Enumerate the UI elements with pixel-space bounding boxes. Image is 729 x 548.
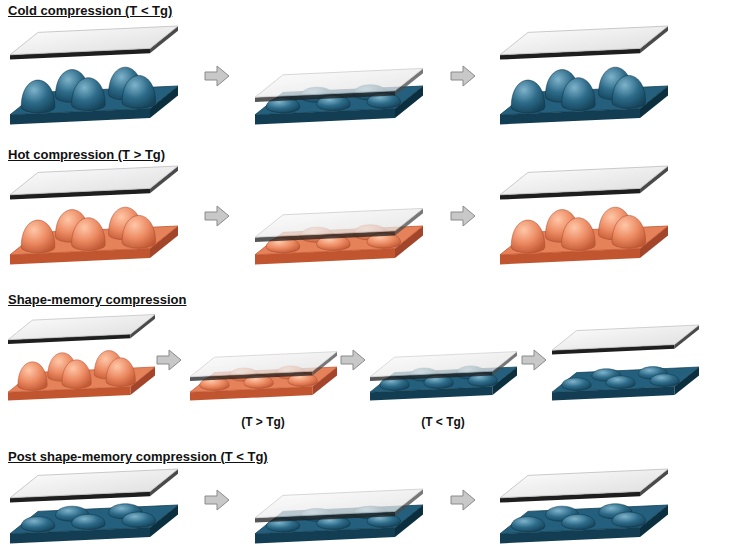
compression-stage [190, 352, 337, 401]
dome [606, 376, 635, 389]
compression-stage [255, 208, 423, 264]
compression-stage [500, 166, 668, 264]
process-arrow [451, 490, 475, 510]
dome [562, 514, 596, 529]
compression-plate [255, 208, 423, 242]
compression-plate [500, 469, 668, 503]
compression-plate [10, 166, 178, 200]
process-arrow [451, 206, 475, 226]
compression-stage [255, 68, 423, 124]
compression-plate [500, 166, 668, 200]
compression-stage [370, 352, 517, 401]
row-heading: Post shape-memory compression (T < Tg) [8, 449, 268, 464]
dome [72, 78, 106, 111]
plate-top [8, 315, 155, 340]
dome [62, 360, 91, 389]
plate-top [500, 469, 668, 498]
compression-plate [8, 315, 155, 344]
compression-plate [10, 469, 178, 503]
dome [650, 374, 679, 387]
plate-top [255, 489, 423, 518]
process-arrow [157, 350, 181, 370]
process-arrow [341, 350, 365, 370]
temperature-label: (T > Tg) [241, 415, 285, 429]
dome [122, 215, 156, 248]
dome [511, 220, 545, 253]
dome [21, 80, 55, 113]
dome [612, 75, 646, 108]
compression-stage [10, 166, 178, 264]
row-heading: Cold compression (T < Tg) [8, 3, 172, 18]
compression-stage [8, 315, 155, 401]
plate-top [500, 166, 668, 195]
dome [18, 362, 47, 391]
process-arrow [522, 350, 546, 370]
compression-stage [10, 469, 178, 543]
plate-top [500, 26, 668, 55]
dome [122, 512, 156, 527]
compression-plate [190, 352, 337, 381]
dome [511, 517, 545, 532]
compression-stage [10, 26, 178, 124]
compression-stage [552, 325, 699, 401]
plate-top [10, 469, 178, 498]
dome [21, 517, 55, 532]
dome [106, 358, 135, 387]
dome [122, 75, 156, 108]
dome [511, 80, 545, 113]
row-heading: Hot compression (T > Tg) [8, 147, 165, 162]
compression-plate [10, 26, 178, 60]
process-arrow [205, 66, 229, 86]
plate-top [10, 166, 178, 195]
compression-plate [552, 325, 699, 354]
row-heading: Shape-memory compression [8, 292, 186, 307]
process-arrow [205, 206, 229, 226]
plate-top [552, 325, 699, 350]
dome [72, 514, 106, 529]
plate-top [370, 352, 517, 377]
dome [72, 218, 106, 251]
dome [562, 78, 596, 111]
plate-top [255, 68, 423, 97]
compression-stage [500, 469, 668, 543]
process-arrow [205, 490, 229, 510]
compression-stage [255, 489, 423, 543]
substrate-top [552, 367, 699, 392]
dome [562, 378, 591, 391]
compression-plate [500, 26, 668, 60]
dome [562, 218, 596, 251]
dome [612, 512, 646, 527]
dome [612, 215, 646, 248]
substrate-top [500, 505, 668, 534]
plate-top [255, 208, 423, 237]
compression-plate [255, 489, 423, 523]
substrate-top [10, 505, 178, 534]
process-arrow [451, 66, 475, 86]
compression-plate [370, 352, 517, 381]
compression-stage [500, 26, 668, 124]
compression-plate [255, 68, 423, 102]
plate-top [190, 352, 337, 377]
temperature-label: (T < Tg) [421, 415, 465, 429]
dome [21, 220, 55, 253]
plate-top [10, 26, 178, 55]
